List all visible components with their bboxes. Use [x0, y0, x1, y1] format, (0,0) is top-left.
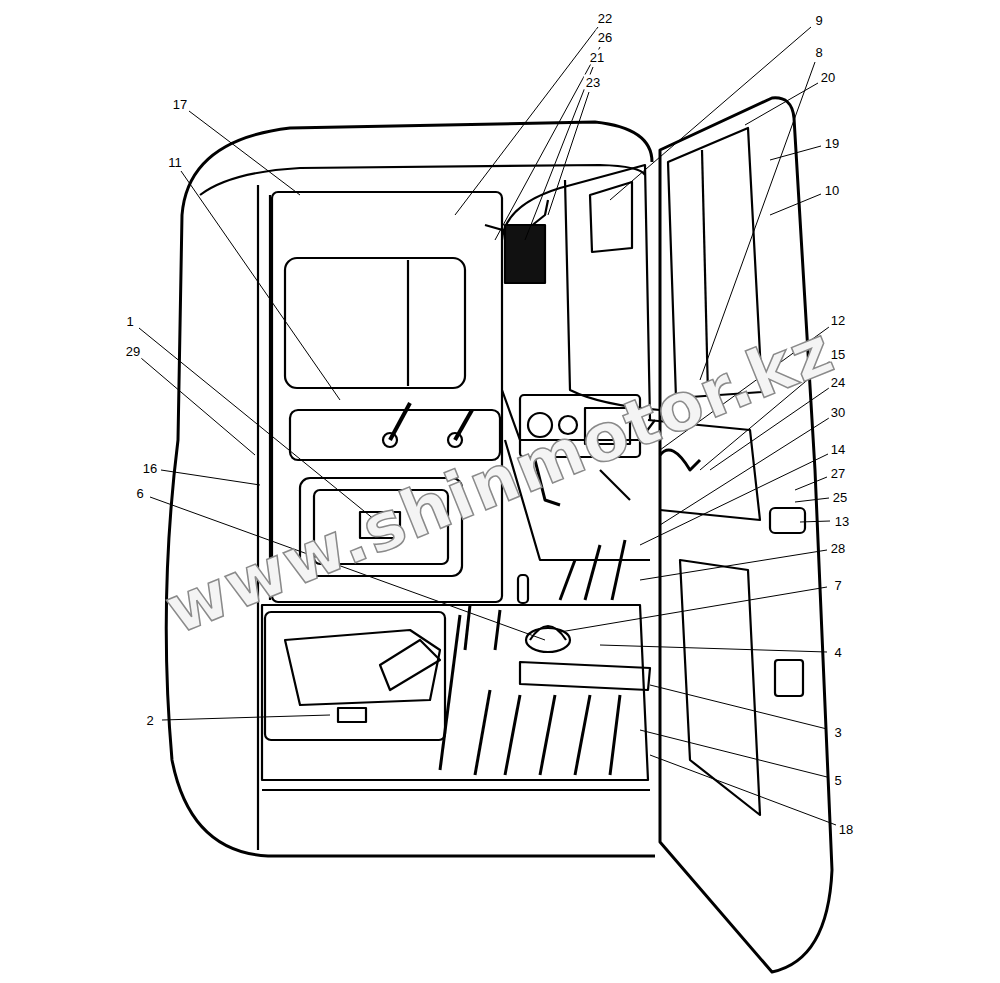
callout-number: 29 [124, 344, 142, 359]
callout-number: 26 [596, 30, 614, 45]
callout-number: 16 [141, 461, 159, 476]
callout-number: 4 [832, 645, 843, 660]
callout-number: 24 [829, 375, 847, 390]
watermark: www.shinmotor.kz [155, 311, 845, 650]
callout-number: 20 [819, 70, 837, 85]
callout-number: 9 [813, 13, 824, 28]
callout-number: 15 [829, 347, 847, 362]
callout-number: 3 [832, 725, 843, 740]
callout-number: 19 [823, 136, 841, 151]
callout-number: 7 [832, 578, 843, 593]
callout-number: 12 [829, 313, 847, 328]
callout-number: 11 [166, 155, 184, 170]
callout-number: 5 [832, 773, 843, 788]
callout-number: 8 [813, 45, 824, 60]
callout-number: 2 [144, 713, 155, 728]
callout-number: 14 [829, 442, 847, 457]
callout-number: 23 [584, 75, 602, 90]
callout-number: 21 [588, 50, 606, 65]
callout-number: 30 [829, 405, 847, 420]
callout-number: 10 [823, 183, 841, 198]
callout-number: 13 [833, 514, 851, 529]
callout-number: 27 [829, 466, 847, 481]
callout-number: 22 [596, 11, 614, 26]
callout-number: 25 [831, 490, 849, 505]
callout-number: 17 [171, 97, 189, 112]
callout-number: 1 [124, 314, 135, 329]
callout-number: 6 [134, 486, 145, 501]
callout-number: 28 [829, 541, 847, 556]
callout-number: 18 [837, 822, 855, 837]
